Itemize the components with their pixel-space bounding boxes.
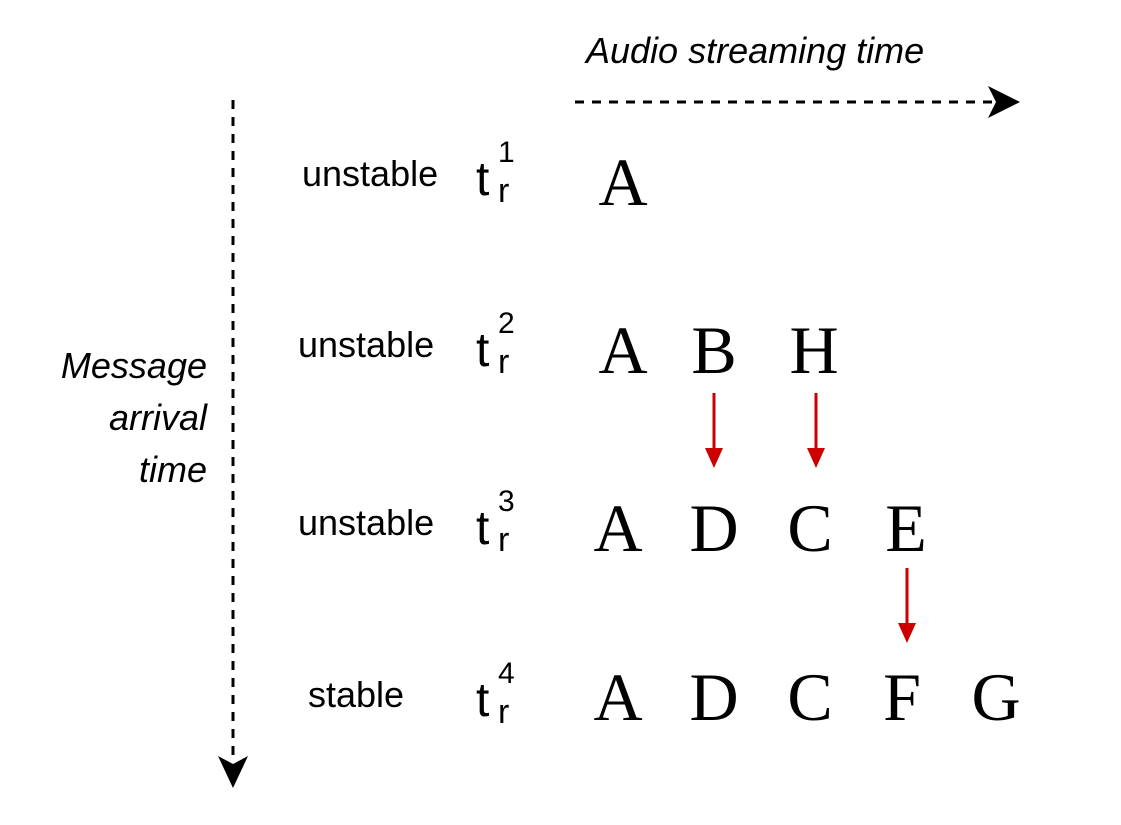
arrival-time-label: Message arrival time — [61, 340, 207, 496]
row-3-time-sup: 3 — [498, 485, 515, 518]
row-3-token-2: D — [689, 490, 739, 566]
row-4-time-base: t — [476, 674, 490, 727]
row-3-time-symbol: t 3 r — [476, 487, 536, 565]
row-3-time-base: t — [476, 502, 490, 555]
row-2-time-base: t — [476, 324, 490, 377]
row-4-state-label: stable — [308, 674, 405, 715]
arrival-time-label-line-3: time — [138, 449, 207, 490]
row-2-state-label: unstable — [298, 324, 435, 365]
row-3-token-1: A — [593, 490, 643, 566]
row-3-time-sub: r — [498, 521, 510, 559]
row-4-token-2: D — [689, 659, 739, 735]
row-3-token-3: C — [787, 490, 833, 566]
change-arrowhead-icon-2 — [807, 448, 825, 468]
row-1-time-sub: r — [498, 172, 510, 210]
row-1-state-label: unstable — [302, 153, 439, 194]
row-3-state-label: unstable — [298, 502, 435, 543]
row-2-time-sub: r — [498, 343, 510, 381]
row-4-token-4: F — [883, 659, 921, 735]
arrival-time-label-line-1: Message — [60, 345, 207, 386]
row-2-token-3: H — [789, 312, 839, 388]
row-4-token-5: G — [971, 659, 1021, 735]
row-4-token-3: C — [787, 659, 833, 735]
row-3-token-4: E — [885, 490, 927, 566]
row-4-time-sub: r — [498, 693, 510, 731]
row-1-time-symbol: t 1 r — [476, 138, 536, 216]
row-1-time-base: t — [476, 153, 490, 206]
change-arrows — [705, 393, 916, 643]
row-2-time-symbol: t 2 r — [476, 309, 536, 387]
arrival-time-label-line-2: arrival — [108, 397, 207, 438]
change-arrowhead-icon-3 — [898, 623, 916, 643]
row-4-token-1: A — [593, 659, 643, 735]
row-2-token-1: A — [598, 312, 648, 388]
row-4-time-sup: 4 — [498, 657, 515, 690]
row-1-token-1: A — [598, 144, 648, 220]
row-4-time-symbol: t 4 r — [476, 659, 536, 737]
row-2-token-2: B — [691, 312, 737, 388]
change-arrowhead-icon-1 — [705, 448, 723, 468]
arrival-time-arrowhead-icon — [218, 756, 248, 788]
streaming-time-arrowhead-icon — [988, 86, 1020, 118]
row-2-time-sup: 2 — [498, 307, 515, 340]
row-1-time-sup: 1 — [498, 136, 515, 169]
streaming-time-label: Audio streaming time — [586, 30, 925, 71]
